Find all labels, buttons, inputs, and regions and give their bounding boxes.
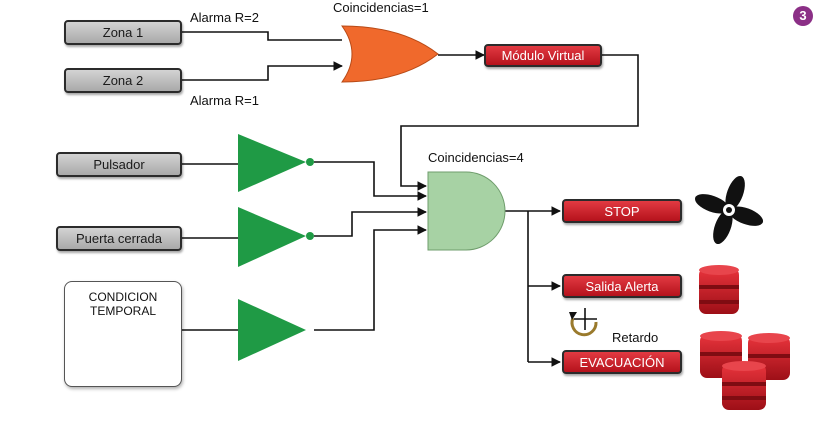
input-puerta-cerrada: Puerta cerrada <box>56 226 182 251</box>
figure-number-badge: 3 <box>793 6 813 26</box>
output-evacuacion: EVACUACIÓN <box>562 350 682 374</box>
wire-zona1 <box>182 31 342 41</box>
wire-buf3-and <box>314 225 427 331</box>
condicion-line1: CONDICION <box>88 290 158 304</box>
output-modulo-virtual: Módulo Virtual <box>484 44 602 67</box>
buffer-pulsador-dot <box>306 158 314 166</box>
fan-icon <box>694 175 764 245</box>
and-gate <box>427 171 506 251</box>
label-coincidencias-and: Coincidencias=4 <box>428 150 524 165</box>
siren-group-icon <box>700 331 790 410</box>
label-alarma-bottom: Alarma R=1 <box>190 93 259 108</box>
timer-icon <box>569 308 598 337</box>
buffer-puerta-dot <box>306 232 314 240</box>
buffers <box>238 134 314 361</box>
condicion-line2: TEMPORAL <box>89 304 156 318</box>
wire-modulo-feedback <box>400 54 639 191</box>
buffer-puerta <box>238 207 306 267</box>
output-stop: STOP <box>562 199 682 223</box>
wires <box>182 31 639 367</box>
input-condicion-temporal: CONDICION TEMPORAL <box>64 281 182 387</box>
siren-icon <box>699 265 739 314</box>
wire-zona2 <box>182 61 343 81</box>
buffer-condicion <box>238 299 306 361</box>
label-coincidencias-or: Coincidencias=1 <box>333 0 429 15</box>
input-pulsador: Pulsador <box>56 152 182 177</box>
output-salida-alerta: Salida Alerta <box>562 274 682 298</box>
input-zona2: Zona 2 <box>64 68 182 93</box>
input-zona1: Zona 1 <box>64 20 182 45</box>
buffer-pulsador <box>238 134 306 192</box>
wire-buf2-and <box>314 207 427 237</box>
or-gate <box>341 25 439 83</box>
label-retardo: Retardo <box>612 330 659 345</box>
wire-buf1-and <box>314 161 427 201</box>
label-alarma-top: Alarma R=2 <box>190 10 259 25</box>
